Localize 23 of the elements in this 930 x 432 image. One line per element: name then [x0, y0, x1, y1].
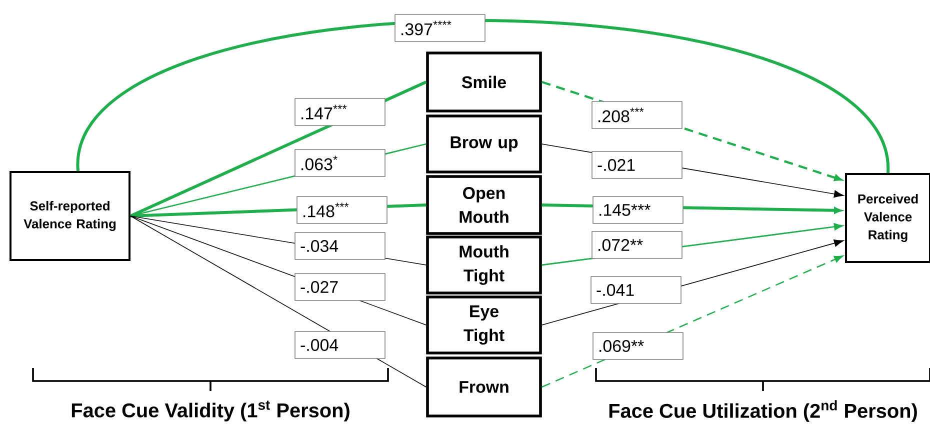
axis-caption: Face Cue Utilization (2$^{nd}$ Person)	[609, 400, 917, 422]
edge-label: -.021	[592, 151, 682, 179]
edge-label: .063$^{*}$	[294, 149, 386, 177]
node-box: Frown	[426, 356, 542, 418]
edge-label: .397$^{****}$	[394, 14, 486, 42]
node-box: Smile	[426, 52, 542, 112]
axis-caption: Face Cue Validity (1$^{st}$ Person)	[72, 400, 350, 422]
edge-label: -.004	[294, 331, 386, 359]
edge-label: .069**	[592, 332, 684, 360]
edge-label: .072**	[592, 231, 682, 259]
node-box: Open Mouth	[426, 175, 542, 235]
node-box: Mouth Tight	[426, 236, 542, 294]
node-box: Eye Tight	[426, 296, 542, 354]
edge-label: -.034	[294, 232, 386, 260]
edge-label: .147$^{***}$	[294, 98, 386, 126]
node-box: Brow up	[426, 114, 542, 174]
edge-label: .148$^{***}$	[296, 196, 388, 224]
node-box: Self-reported Valence Rating	[10, 171, 130, 261]
edge-label: .208$^{***}$	[592, 101, 682, 129]
node-box: Perceived Valence Rating	[845, 173, 930, 263]
edge-label: -.027	[294, 273, 386, 301]
edge-label: .145***	[592, 196, 684, 224]
edge-label: -.041	[590, 276, 682, 304]
